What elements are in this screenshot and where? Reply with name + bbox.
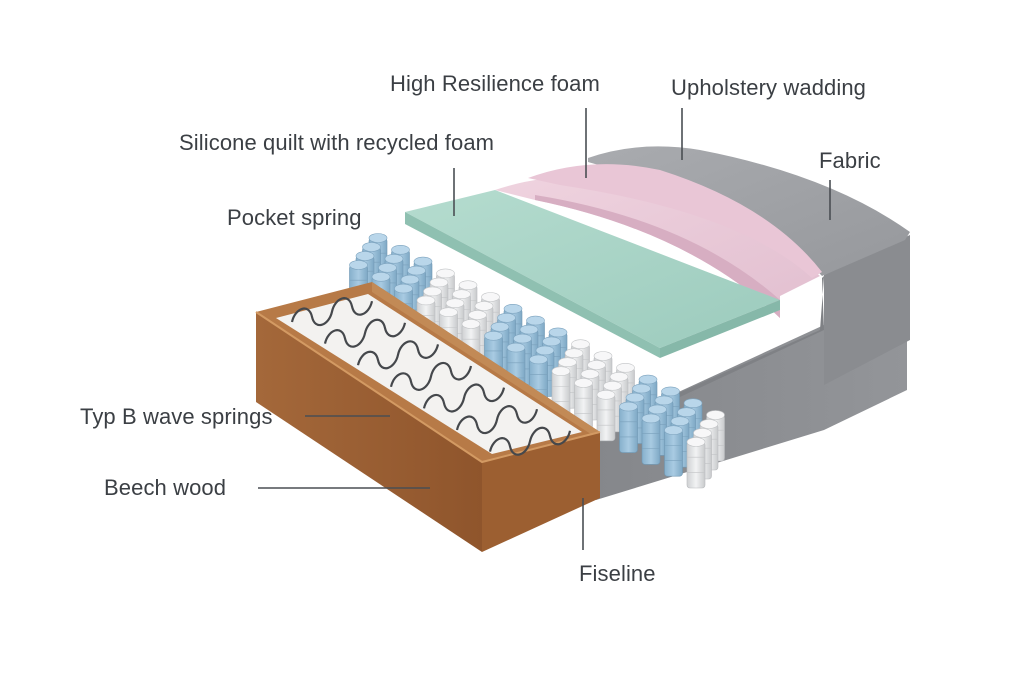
wave-spring [422,383,506,413]
wave-spring [290,297,374,327]
label-fabric: Fabric [819,148,881,173]
fabric-right-face [824,235,910,385]
wave-spring [488,426,572,456]
frame-end-face [482,432,600,552]
hr-foam-upper [528,164,822,278]
pocket-spring-blue [619,401,638,453]
pocket-spring-blue [641,413,661,465]
wave-spring [323,318,407,348]
hr-foam-layers [495,164,822,318]
pocket-spring-white [686,437,706,489]
wave-spring [455,405,539,435]
wave-spring [389,361,473,391]
quilt-front-edge [405,212,660,358]
beech-wood-frame [255,282,601,552]
wave-springs [290,297,572,456]
quilt-right-edge [660,300,780,358]
frame-back-rail [372,282,600,440]
label-beech-wood: Beech wood [104,475,227,500]
label-pocket-spring: Pocket spring [227,205,362,230]
label-fiseline: Fiseline [579,561,656,586]
frame-left-face [256,312,482,552]
label-silicone-quilt: Silicone quilt with recycled foam [179,130,495,155]
quilt-top [405,190,780,348]
silicone-quilt-layer [405,190,780,358]
pocket-spring-white [574,378,593,430]
leader-lines [258,108,831,550]
pocket-spring-blue [664,425,683,477]
label-wave-springs: Typ B wave springs [80,404,273,429]
label-upholstery-wadding: Upholstery wadding [671,75,867,100]
label-high-resilience-foam: High Resilience foam [390,71,600,96]
fiseline-felt [276,294,582,454]
wave-spring [356,340,440,370]
pocket-spring-white [596,389,616,442]
